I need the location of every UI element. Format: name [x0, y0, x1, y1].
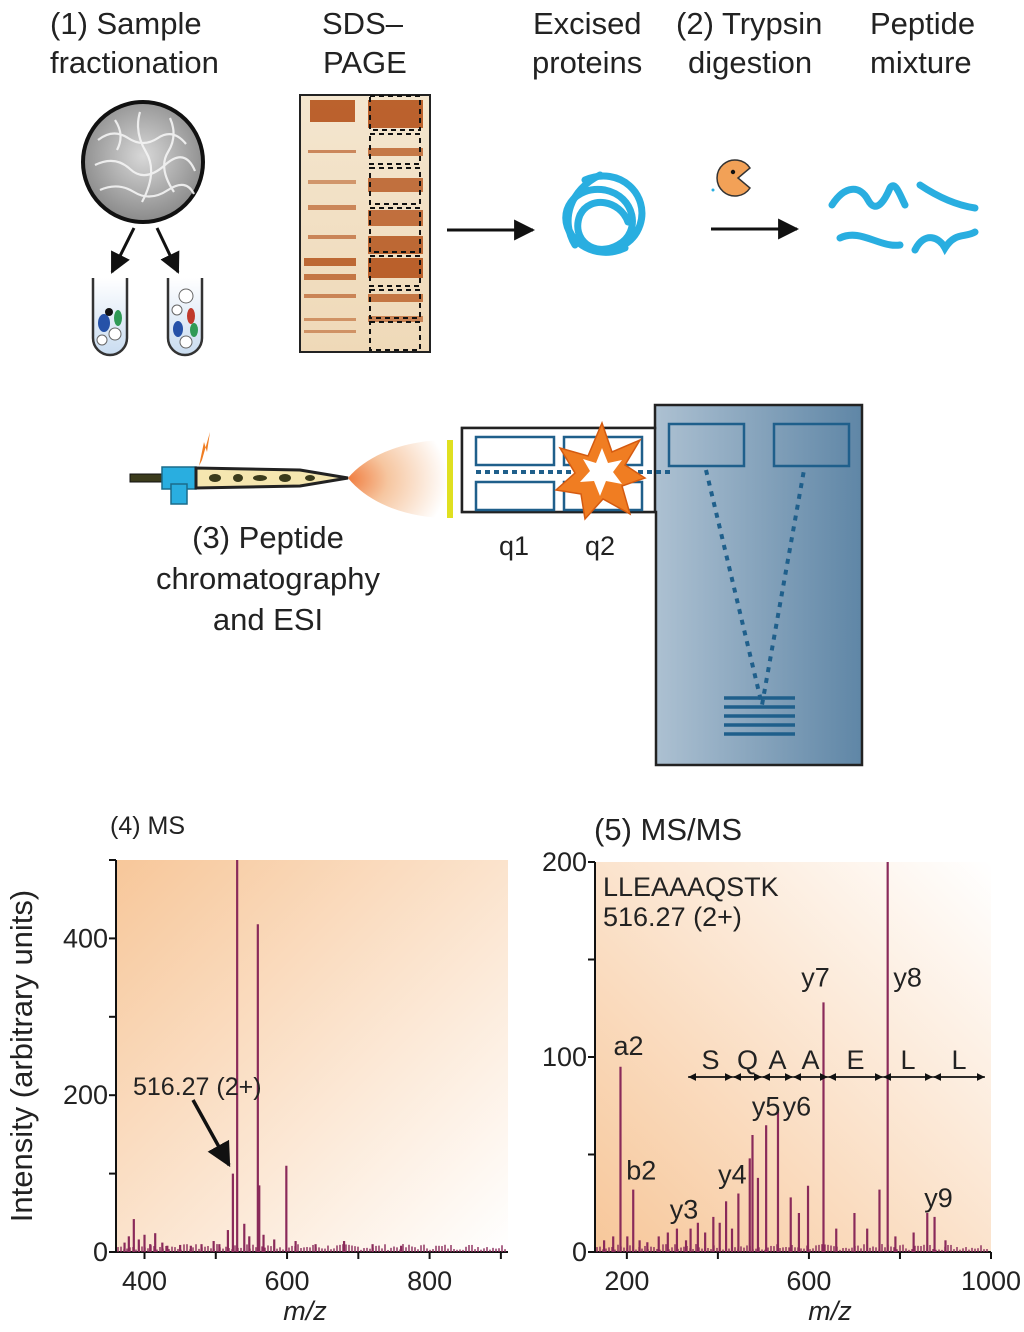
msms-y-tick-label: 200 — [542, 847, 587, 877]
msms-ion-label: b2 — [626, 1156, 656, 1186]
electrospray-plume — [348, 440, 448, 518]
msms-x-tick-label: 1000 — [961, 1266, 1021, 1296]
cell-sample-image — [81, 100, 205, 224]
msms-ion-label: y4 — [718, 1160, 747, 1190]
ms-x-tick-label: 600 — [265, 1266, 310, 1296]
ladder-residue-label: A — [801, 1045, 819, 1075]
sds-page-gel — [299, 94, 431, 353]
msms-x-tick-label: 600 — [786, 1266, 831, 1296]
msms-x-tick-label: 200 — [604, 1266, 649, 1296]
step2-label-line1: (2) Trypsin — [676, 6, 822, 41]
ms-x-tick-label: 800 — [407, 1266, 452, 1296]
msms-y-tick-label: 0 — [572, 1237, 587, 1267]
excised-label-line2: proteins — [532, 45, 642, 80]
step3-label-line3: and ESI — [213, 602, 323, 637]
test-tube-right — [166, 278, 204, 357]
step3-label-line1: (3) Peptide — [192, 520, 344, 555]
msms-ion-label: y7 — [801, 962, 830, 992]
msms-ion-label: a2 — [613, 1031, 643, 1061]
ms-y-tick-label: 400 — [63, 923, 108, 953]
lc-column-emitter — [129, 432, 349, 505]
trypsin-enzyme-icon — [711, 159, 751, 197]
ms-y-tick-label: 0 — [93, 1237, 108, 1267]
msms-x-axis-label: m/z — [808, 1296, 852, 1326]
step3-label-line2: chromatography — [156, 561, 381, 596]
ms-chart-title: (4) MS — [110, 812, 185, 840]
ladder-residue-label: E — [846, 1045, 864, 1075]
excised-label-line1: Excised — [533, 6, 642, 41]
step1-label-line2: fractionation — [50, 45, 219, 80]
y-axis-label: Intensity (arbitrary units) — [4, 890, 39, 1223]
peptide-label-line1: Peptide — [870, 6, 975, 41]
q2-label: q2 — [585, 531, 615, 561]
ladder-residue-label: L — [900, 1045, 915, 1075]
step1-label-line1: (1) Sample — [50, 6, 202, 41]
peptide-label-line2: mixture — [870, 45, 972, 80]
ms-x-tick-label: 400 — [122, 1266, 167, 1296]
ms-annotation-arrow — [191, 1099, 231, 1168]
ladder-residue-label: S — [701, 1045, 719, 1075]
inlet-plate — [447, 440, 453, 518]
ms-annotation-label: 516.27 (2+) — [133, 1073, 262, 1101]
msms-ion-label: y5 — [752, 1091, 781, 1121]
msms-spectrum-chart: (5) MS/MS 0 100 200 200 600 1000 LLEAAAQSTK 5… — [542, 812, 1021, 1326]
ladder-residue-label: L — [951, 1045, 966, 1075]
msms-ion-label: y3 — [670, 1195, 699, 1225]
protein-tangle-image — [562, 171, 646, 256]
msms-chart-title: (5) MS/MS — [594, 812, 742, 847]
sds-label-line2: PAGE — [323, 45, 407, 80]
arrow-to-tube-right — [155, 227, 180, 274]
msms-ion-label: y9 — [924, 1183, 953, 1213]
ladder-residue-label: Q — [737, 1045, 758, 1075]
mass-spectrometer-instrument — [460, 403, 864, 767]
msms-ion-label: y6 — [783, 1091, 812, 1121]
ms-x-axis-label: m/z — [283, 1296, 327, 1326]
sds-label-line1: SDS– — [322, 6, 404, 41]
step2-label-line2: digestion — [688, 45, 812, 80]
test-tube-left — [91, 278, 129, 357]
ms-y-tick-label: 200 — [63, 1080, 108, 1110]
msms-sequence-label: LLEAAAQSTK — [603, 872, 779, 902]
msms-y-tick-label: 100 — [542, 1042, 587, 1072]
msms-ion-label: y8 — [893, 962, 922, 992]
arrow-to-tube-left — [110, 227, 136, 274]
q1-label: q1 — [499, 531, 529, 561]
msms-precursor-label: 516.27 (2+) — [603, 902, 742, 932]
ladder-residue-label: A — [768, 1045, 786, 1075]
peptide-fragments-image — [828, 181, 979, 256]
